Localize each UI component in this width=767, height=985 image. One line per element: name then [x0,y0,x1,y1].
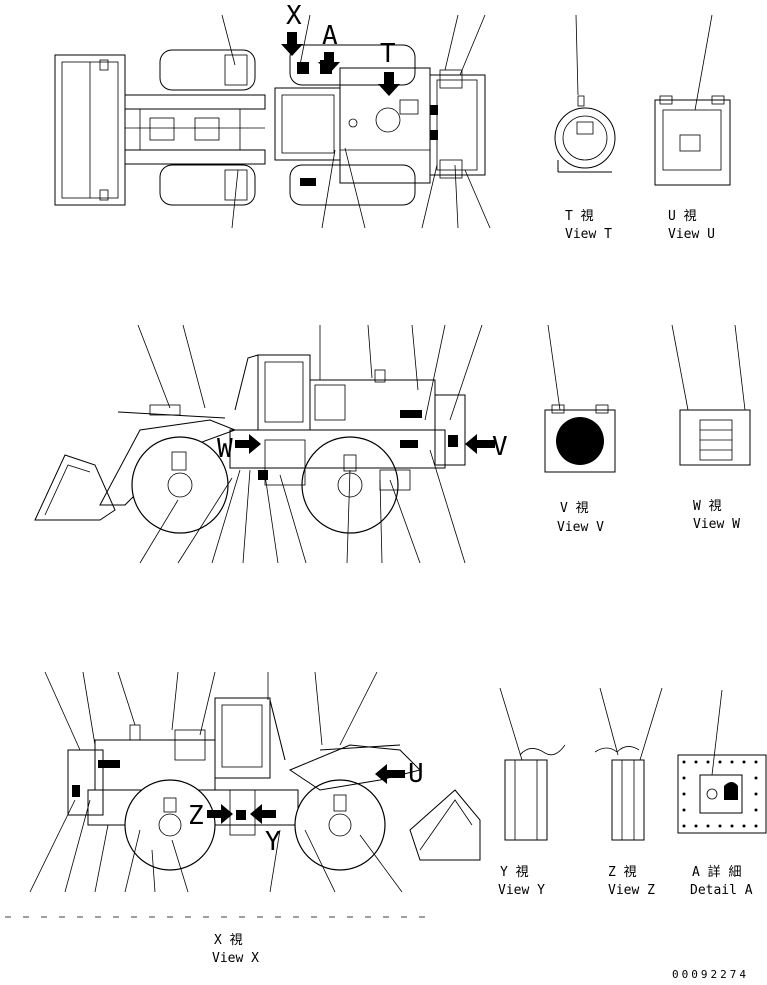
detail-a-sketch [677,689,767,834]
ref-letter-v: V [492,432,508,462]
view-v-sketch [544,324,616,473]
ref-letter-u: U [408,759,424,789]
view-w-sketch [671,324,751,466]
left-side-view [34,324,495,564]
view-y-en: View Y [498,883,545,898]
view-x-en: View X [212,951,259,966]
view-u-en: View U [668,227,715,242]
ref-letter-a: A [322,21,338,51]
ref-letter-x: X [286,1,302,31]
ref-letter-t: T [380,39,396,69]
view-w-en: View W [693,517,740,532]
detail-a-en: Detail A [690,883,753,898]
view-z-jp: Z 視 [608,865,637,880]
view-y-sketch [499,687,566,841]
view-u-sketch [654,14,731,186]
view-v-jp: V 視 [560,501,589,516]
ref-letter-y: Y [265,827,281,857]
view-t-sketch [554,14,616,173]
view-z-en: View Z [608,883,655,898]
view-t-jp: T 視 [565,209,594,224]
view-x-jp: X 視 [214,933,243,948]
view-t-en: View T [565,227,612,242]
view-u-jp: U 視 [668,209,697,224]
view-w-jp: W 視 [693,499,722,514]
drawing-number: 00092274 [672,968,749,981]
view-y-jp: Y 視 [500,865,529,880]
detail-a-jp: A 詳 細 [692,864,741,880]
top-plan-view [54,14,491,229]
ref-letter-z: Z [188,801,204,831]
view-z-sketch [594,687,663,841]
ref-letter-w: W [217,434,233,464]
right-side-view [29,671,481,893]
view-v-en: View V [557,520,604,535]
